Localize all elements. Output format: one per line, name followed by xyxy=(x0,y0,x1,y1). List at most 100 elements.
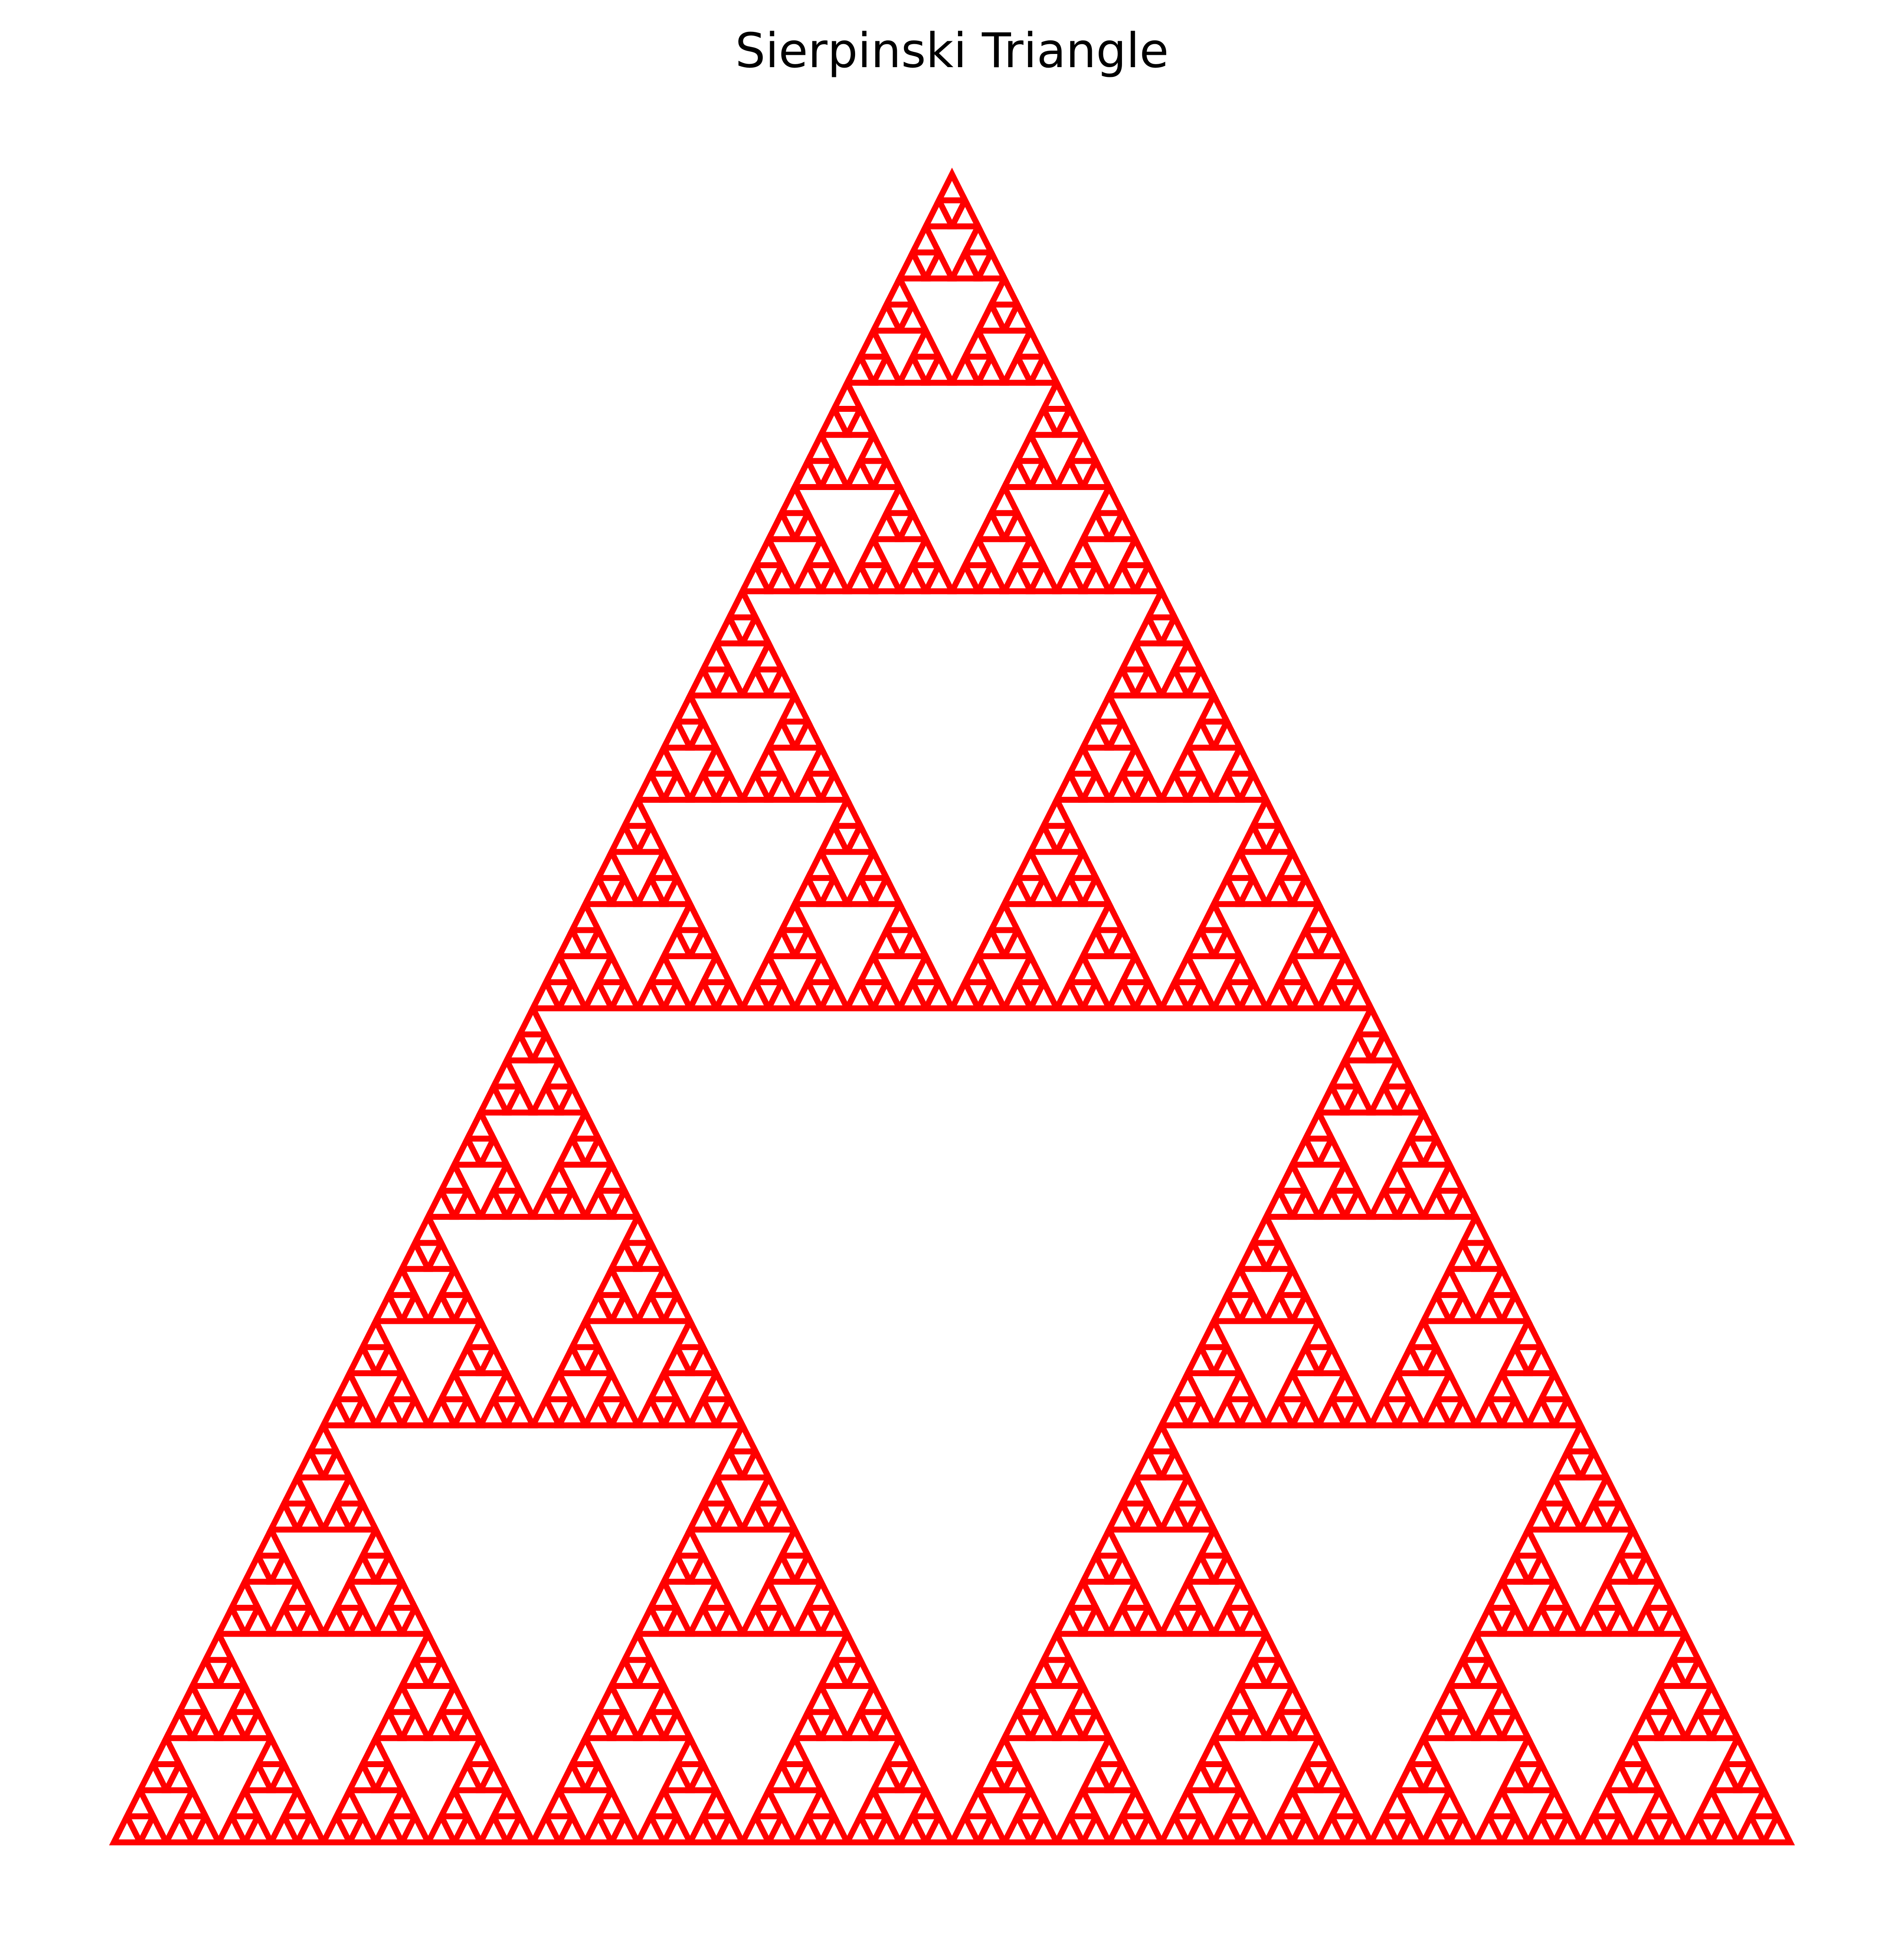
fractal-triangle xyxy=(895,246,931,282)
fractal-triangle xyxy=(462,1314,499,1350)
fractal-triangle xyxy=(1261,871,1298,907)
fractal-triangle xyxy=(593,949,630,986)
fractal-triangle xyxy=(1209,1288,1245,1324)
fractal-triangle xyxy=(790,923,826,959)
fractal-triangle xyxy=(737,663,774,699)
fractal-triangle xyxy=(292,1497,329,1533)
fractal-triangle xyxy=(1445,1184,1481,1220)
triangle-layer xyxy=(109,167,1795,1845)
fractal-triangle xyxy=(960,324,996,360)
fractal-triangle xyxy=(240,1601,276,1637)
fractal-triangle xyxy=(986,480,1023,516)
fractal-triangle xyxy=(345,1340,381,1377)
fractal-triangle xyxy=(947,350,983,386)
fractal-triangle xyxy=(999,975,1036,1012)
fractal-triangle xyxy=(1300,897,1337,933)
fractal-triangle xyxy=(659,1549,695,1585)
fractal-triangle xyxy=(1720,1731,1756,1768)
fractal-triangle xyxy=(764,767,800,803)
fractal-triangle xyxy=(1078,506,1114,542)
fractal-triangle xyxy=(174,1679,211,1715)
fractal-triangle xyxy=(1392,1757,1428,1794)
fractal-triangle xyxy=(790,454,826,490)
fractal-triangle xyxy=(1209,1340,1245,1377)
fractal-triangle xyxy=(711,1497,748,1533)
fractal-triangle xyxy=(751,949,787,986)
fractal-triangle xyxy=(842,1810,878,1845)
fractal-triangle xyxy=(593,1158,630,1194)
fractal-triangle xyxy=(1340,1810,1376,1845)
fractal-triangle xyxy=(659,1705,695,1741)
fractal-triangle xyxy=(1130,975,1167,1012)
fractal-triangle xyxy=(528,1392,564,1428)
fractal-triangle xyxy=(449,1340,486,1377)
fractal-triangle xyxy=(1484,1575,1520,1611)
fractal-triangle xyxy=(868,350,905,386)
fractal-triangle xyxy=(1575,1810,1612,1845)
fractal-triangle xyxy=(1248,1210,1284,1246)
fractal-triangle xyxy=(751,637,787,673)
fractal-triangle xyxy=(1287,975,1324,1012)
fractal-triangle xyxy=(1235,1288,1271,1324)
fractal-triangle xyxy=(737,1445,774,1481)
fractal-triangle xyxy=(999,506,1036,542)
fractal-triangle xyxy=(489,1158,525,1194)
fractal-triangle xyxy=(1274,845,1311,881)
fractal-triangle xyxy=(895,298,931,334)
fractal-triangle xyxy=(1340,1028,1376,1064)
fractal-triangle xyxy=(554,1080,590,1116)
fractal-triangle xyxy=(410,1210,446,1246)
fractal-triangle xyxy=(1065,1783,1101,1819)
fractal-triangle xyxy=(1287,1184,1324,1220)
fractal-triangle xyxy=(1523,1392,1559,1428)
fractal-triangle xyxy=(580,1392,617,1428)
fractal-triangle xyxy=(436,1783,473,1819)
fractal-triangle xyxy=(1314,1340,1350,1377)
fractal-triangle xyxy=(790,1601,826,1637)
fractal-triangle xyxy=(384,1783,420,1819)
fractal-triangle xyxy=(1130,663,1167,699)
fractal-triangle xyxy=(1445,1810,1481,1845)
fractal-triangle xyxy=(358,1731,394,1768)
fractal-triangle xyxy=(1130,767,1167,803)
fractal-triangle xyxy=(764,558,800,595)
fractal-triangle xyxy=(345,1549,381,1585)
fractal-triangle xyxy=(751,1575,787,1611)
fractal-triangle xyxy=(633,1392,669,1428)
fractal-triangle xyxy=(842,402,878,438)
fractal-triangle xyxy=(1052,558,1088,595)
fractal-triangle xyxy=(790,1757,826,1794)
fractal-triangle xyxy=(685,923,721,959)
fractal-triangle xyxy=(803,949,839,986)
fractal-triangle xyxy=(1012,324,1049,360)
fractal-triangle xyxy=(751,1783,787,1819)
fractal-triangle xyxy=(606,1810,643,1845)
fractal-triangle xyxy=(711,663,748,699)
fractal-triangle xyxy=(1497,1392,1533,1428)
fractal-triangle xyxy=(1261,1705,1298,1741)
fractal-triangle xyxy=(371,1549,407,1585)
fractal-triangle xyxy=(1261,1288,1298,1324)
fractal-triangle xyxy=(1366,1080,1402,1116)
fractal-triangle xyxy=(1026,1653,1062,1689)
fractal-triangle xyxy=(986,272,1023,308)
fractal-triangle xyxy=(436,1262,473,1298)
fractal-triangle xyxy=(1287,1132,1324,1168)
fractal-triangle xyxy=(122,1783,158,1819)
fractal-triangle xyxy=(476,1340,512,1377)
fractal-triangle xyxy=(803,532,839,568)
fractal-triangle xyxy=(868,1705,905,1741)
fractal-triangle xyxy=(1170,1575,1206,1611)
fractal-triangle xyxy=(1130,1810,1167,1845)
fractal-triangle xyxy=(1445,1705,1481,1741)
fractal-triangle xyxy=(947,558,983,595)
fractal-triangle xyxy=(1078,1757,1114,1794)
fractal-triangle xyxy=(659,871,695,907)
fractal-triangle xyxy=(1183,1757,1219,1794)
fractal-triangle xyxy=(672,1731,708,1768)
fractal-triangle xyxy=(1026,871,1062,907)
fractal-triangle xyxy=(881,1731,918,1768)
fractal-triangle xyxy=(266,1549,302,1585)
fractal-triangle xyxy=(187,1705,224,1741)
fractal-triangle xyxy=(305,1419,342,1455)
